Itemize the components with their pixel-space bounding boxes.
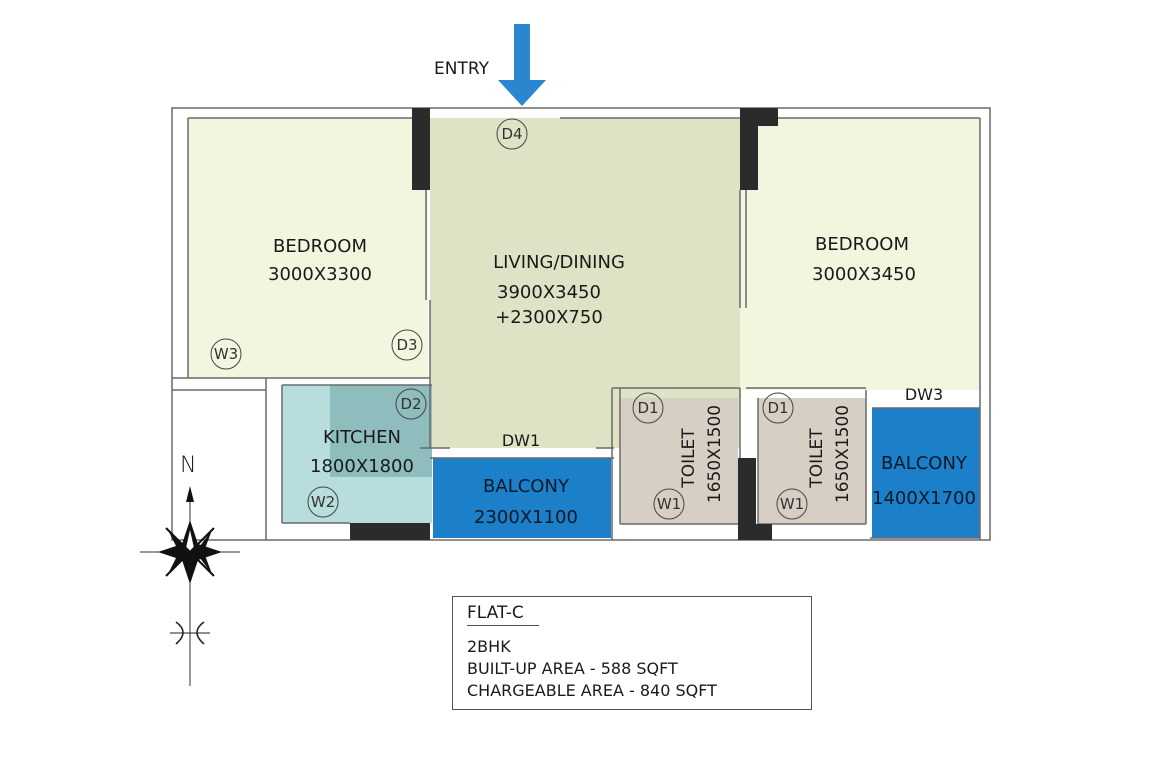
flat-type: 2BHK [467, 637, 511, 656]
w3-marker [210, 338, 242, 370]
d3-tag: D3 [396, 336, 417, 354]
balcony-right-area [872, 408, 980, 538]
w1-right-marker [776, 488, 808, 520]
w2-marker [307, 486, 339, 518]
living-size: 3900X3450 [497, 282, 601, 303]
toilet-left-area [620, 398, 738, 524]
d2-tag: D2 [400, 395, 421, 413]
entry-label: ENTRY [434, 59, 490, 79]
w1-left-marker [653, 488, 685, 520]
north-label: N [180, 453, 196, 478]
dw1-tag: DW1 [502, 431, 540, 450]
d1-right-marker [762, 392, 794, 424]
walls [171, 107, 991, 541]
w3-tag: W3 [214, 345, 238, 363]
balcony-center-name: BALCONY [483, 476, 570, 497]
kitchen-counter [330, 385, 432, 477]
toilet-right-size: 1650X1500 [833, 405, 853, 503]
bedroom-left-name: BEDROOM [273, 236, 367, 257]
compass-icon: N [140, 453, 240, 686]
w1-left-tag: W1 [657, 495, 681, 513]
balcony-center-size: 2300X1100 [474, 507, 578, 528]
bedroom-right-name: BEDROOM [815, 234, 909, 255]
dw3-tag: DW3 [905, 385, 943, 404]
toilet-left-name: TOILET [679, 428, 699, 489]
chargeable-area: CHARGEABLE AREA - 840 SQFT [467, 681, 717, 700]
balcony-right-name: BALCONY [881, 453, 968, 474]
balcony-center-area [433, 458, 611, 538]
d1-left-marker [632, 392, 664, 424]
living-size-extra: +2300X750 [495, 307, 603, 328]
w1-right-tag: W1 [780, 495, 804, 513]
living-name: LIVING/DINING [493, 252, 625, 273]
d1-left-tag: D1 [637, 399, 658, 417]
flat-info-box: FLAT-C 2BHK BUILT-UP AREA - 588 SQFT CHA… [452, 596, 812, 710]
toilet-right-name: TOILET [807, 428, 827, 489]
flat-title: FLAT-C [467, 603, 539, 626]
d4-tag: D4 [501, 125, 522, 143]
bedroom-left-area [188, 118, 428, 378]
kitchen-name: KITCHEN [323, 427, 401, 448]
living-dining-area [430, 118, 740, 448]
built-up-area: BUILT-UP AREA - 588 SQFT [467, 659, 678, 678]
bedroom-right-size: 3000X3450 [812, 264, 916, 285]
balcony-right-size: 1400X1700 [872, 488, 976, 509]
d1-right-tag: D1 [767, 399, 788, 417]
toilet-right-area [758, 398, 866, 524]
bedroom-left-size: 3000X3300 [268, 264, 372, 285]
structural-walls [350, 108, 778, 540]
d3-marker [391, 329, 423, 361]
d2-marker [395, 388, 427, 420]
bedroom-right-area [740, 118, 980, 390]
entry-arrow-icon [498, 24, 546, 106]
kitchen-size: 1800X1800 [310, 456, 414, 477]
w2-tag: W2 [311, 493, 335, 511]
toilet-left-size: 1650X1500 [705, 405, 725, 503]
d4-marker [496, 118, 528, 150]
